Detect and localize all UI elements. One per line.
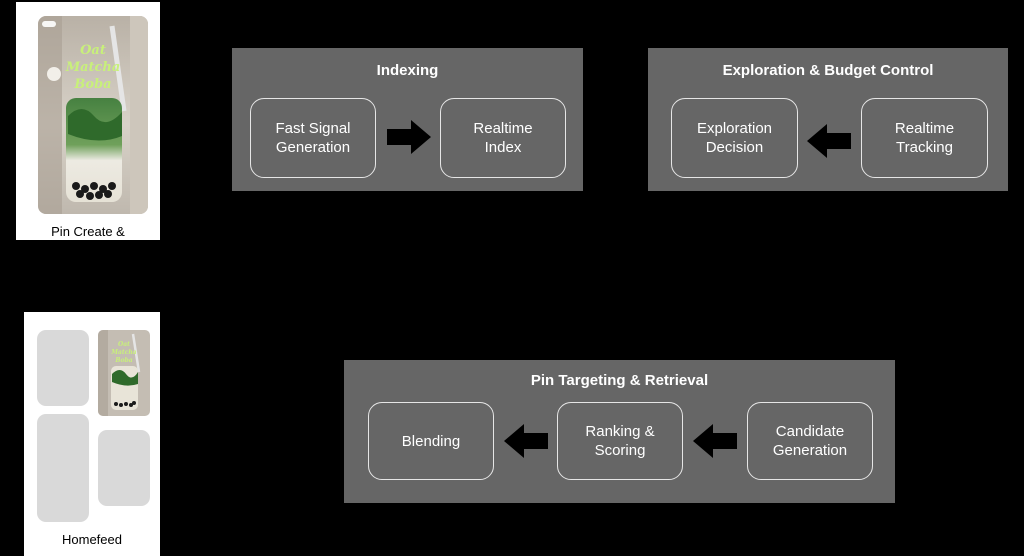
realtime-tracking-node: Realtime Tracking: [861, 98, 988, 178]
mini-overlay-text-2: Matcha: [110, 349, 136, 356]
indexing-panel: Indexing Fast Signal Generation Realtime…: [232, 48, 583, 191]
arrow-left-icon: [693, 424, 737, 458]
targeting-panel: Pin Targeting & Retrieval Blending Ranki…: [344, 360, 895, 503]
indexing-panel-title: Indexing: [376, 62, 439, 79]
realtime-index-node: Realtime Index: [440, 98, 566, 178]
arrow-left-icon: [807, 124, 851, 158]
pin-create-image: Oat Matcha Boba: [38, 16, 148, 214]
arrow-right-icon: [387, 120, 431, 154]
mini-overlay-text-3: Boba: [114, 357, 132, 364]
targeting-panel-title: Pin Targeting & Retrieval: [530, 372, 709, 389]
overlay-text-2: Matcha: [65, 60, 121, 75]
fast-signal-generation-node: Fast Signal Generation: [250, 98, 376, 178]
placeholder-tile-3: [98, 430, 150, 506]
placeholder-tile-1: [37, 330, 89, 406]
placeholder-tile-2: [37, 414, 89, 522]
homefeed-card: Oat Matcha Boba Homefeed: [24, 312, 160, 556]
exploration-decision-node: Exploration Decision: [671, 98, 798, 178]
mini-overlay-text-1: Oat: [118, 341, 130, 348]
pin-create-card: Oat Matcha Boba Pin Create &: [16, 2, 160, 240]
pin-create-caption: Pin Create &: [51, 224, 125, 239]
overlay-text-1: Oat: [80, 43, 106, 58]
homefeed-caption: Homefeed: [62, 532, 122, 547]
exploration-panel: Exploration & Budget Control Exploration…: [648, 48, 1008, 191]
candidate-generation-node: Candidate Generation: [747, 402, 873, 480]
ranking-scoring-node: Ranking & Scoring: [557, 402, 683, 480]
arrow-left-icon: [504, 424, 548, 458]
overlay-text-3: Boba: [73, 77, 111, 92]
homefeed-pin-image: Oat Matcha Boba: [98, 330, 150, 416]
blending-node: Blending: [368, 402, 494, 480]
exploration-panel-title: Exploration & Budget Control: [722, 62, 934, 79]
